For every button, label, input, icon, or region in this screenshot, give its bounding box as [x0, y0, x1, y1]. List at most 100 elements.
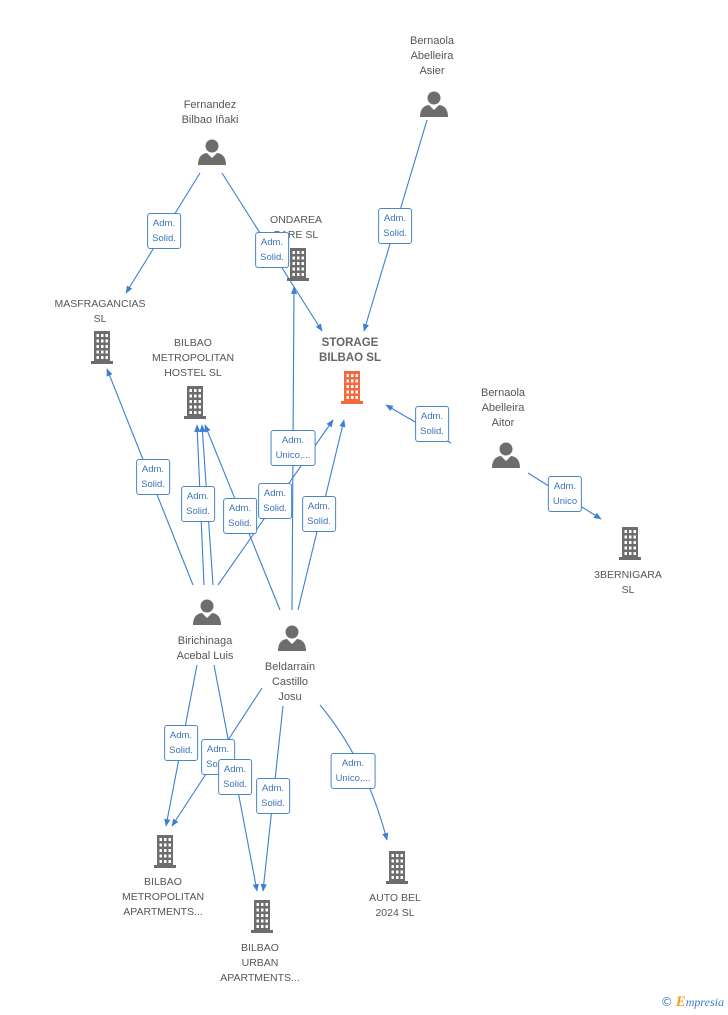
edge-label[interactable]: Adm.Unico,...	[330, 753, 376, 789]
node-label-line: Bernaola	[409, 35, 455, 47]
node-label-line: BILBAO	[241, 942, 279, 954]
edge-label[interactable]: Adm. Solid.	[258, 483, 292, 519]
node-label-line: Abelleira	[410, 50, 454, 62]
edge-label[interactable]: Adm.Solid.	[164, 725, 198, 761]
building-icon[interactable]	[619, 527, 641, 560]
person-icon[interactable]	[278, 625, 306, 652]
node-label-line: Bernaola	[480, 387, 526, 399]
node-label-line: BILBAO	[174, 337, 212, 349]
edge-label[interactable]: Adm. Solid.	[147, 213, 181, 249]
edge-label-line: Solid.	[228, 518, 252, 529]
edge-label[interactable]: Adm.Unico	[547, 476, 583, 512]
edge-label-line: Solid.	[263, 503, 287, 514]
building-icon[interactable]	[341, 371, 363, 404]
node-label-line: HOSTEL SL	[164, 367, 222, 379]
edge-label-line: Adm.	[206, 744, 230, 755]
building-icon[interactable]	[386, 851, 408, 884]
node-label-line: ONDAREA	[270, 214, 322, 226]
edge-label-line: Adm.	[263, 488, 287, 499]
edge-label[interactable]: Adm. Solid.	[136, 459, 170, 495]
edge-label-line: Unico,...	[335, 773, 371, 784]
edge-label-line: Solid.	[141, 479, 165, 490]
node-label-line: 2024 SL	[375, 907, 415, 919]
edge-label-line: Adm.	[307, 501, 331, 512]
node-label-line: Bilbao Iñaki	[181, 114, 239, 126]
node-label-line: Castillo	[271, 676, 309, 688]
edge-label-line: Adm.	[141, 464, 165, 475]
node-label-storage[interactable]: STORAGE BILBAO SL	[319, 336, 381, 366]
edge-label[interactable]: Adm. Solid.	[302, 496, 336, 532]
node-label-line: APARTMENTS...	[220, 972, 300, 984]
node-label-line: METROPOLITAN	[151, 352, 235, 364]
person-icon[interactable]	[193, 599, 221, 626]
node-label-line: AUTO BEL	[369, 892, 421, 904]
edge-label-line: Solid.	[307, 516, 331, 527]
node-label-line: METROPOLITAN	[121, 891, 205, 903]
node-label-line: BILBAO SL	[319, 352, 381, 364]
building-icon[interactable]	[91, 331, 113, 364]
edge-label-line: Adm.	[260, 237, 284, 248]
node-label-auto-bel[interactable]: AUTO BEL 2024 SL	[369, 891, 421, 921]
node-label-bilbao-urban[interactable]: BILBAO URBAN APARTMENTS...	[220, 941, 300, 986]
edge-label-line: Adm.	[186, 491, 210, 502]
edge-label-line: Adm.	[383, 213, 407, 224]
person-icon[interactable]	[492, 442, 520, 469]
building-icon[interactable]	[154, 835, 176, 868]
node-label-line: 3BERNIGARA	[594, 569, 662, 581]
edge-label-line: Adm.	[169, 730, 193, 741]
copyright-symbol: ©	[660, 995, 673, 1009]
node-label-bilbao-hostel[interactable]: BILBAO METROPOLITAN HOSTEL SL	[152, 336, 234, 381]
person-icon[interactable]	[198, 139, 226, 166]
brand-name: mpresia	[685, 995, 724, 1009]
node-label-3bernigara[interactable]: 3BERNIGARA SL	[594, 568, 662, 598]
edge-label-line: Solid.	[420, 426, 444, 437]
edge-label[interactable]: Adm. Solid.	[223, 498, 257, 534]
node-label-line: APARTMENTS...	[123, 906, 203, 918]
node-label-line: BILBAO	[144, 876, 182, 888]
edge-label[interactable]: Adm. Solid.	[256, 778, 290, 814]
edge-label-line: Solid.	[383, 228, 407, 239]
node-label-line: Beldarrain	[264, 661, 316, 673]
edge-label[interactable]: Adm. Solid.	[181, 486, 215, 522]
node-label-line: Birichinaga	[177, 635, 233, 647]
edge-label[interactable]: Adm.Unico,...	[270, 430, 316, 466]
node-label-bilbao-apartments[interactable]: BILBAO METROPOLITAN APARTMENTS...	[122, 875, 204, 920]
node-label-line: Acebal Luis	[176, 650, 234, 662]
node-label-line: SL	[621, 584, 635, 596]
brand-watermark: ©Empresia	[661, 994, 724, 1011]
building-icon[interactable]	[184, 386, 206, 419]
node-label-masfragancias[interactable]: MASFRAGANCIAS SL	[54, 297, 145, 327]
edge-label-line: Adm.	[152, 218, 176, 229]
edge-label[interactable]: Adm. Solid.	[415, 406, 449, 442]
edge-label[interactable]: Adm.Solid.	[218, 759, 252, 795]
building-icon[interactable]	[251, 900, 273, 933]
edge-label-line: Unico,...	[275, 450, 311, 461]
edge-label[interactable]: Adm. Solid.	[255, 232, 289, 268]
brand-initial: E	[675, 994, 686, 1010]
node-label-line: Aitor	[491, 417, 515, 429]
edge-label-line: Solid.	[261, 798, 285, 809]
node-label-line: URBAN	[241, 957, 279, 969]
building-icon[interactable]	[287, 248, 309, 281]
edge-label-line: Solid.	[260, 252, 284, 263]
node-label-line: Josu	[278, 691, 302, 703]
edge-label[interactable]: Adm. Solid.	[378, 208, 412, 244]
node-label-line: STORAGE	[321, 337, 379, 349]
edge-label-line: Solid.	[186, 506, 210, 517]
edge-label-line: Adm.	[261, 783, 285, 794]
node-label-line: MASFRAGANCIAS	[54, 298, 146, 310]
node-label-line: SL	[93, 313, 107, 325]
edge-label-line: Adm.	[228, 503, 252, 514]
person-icon[interactable]	[420, 91, 448, 118]
node-label-line: Abelleira	[481, 402, 525, 414]
edge-label-line: Solid.	[152, 233, 176, 244]
edge-label-line: Adm.	[420, 411, 444, 422]
edge-label-line: Unico	[552, 496, 578, 507]
edge-label-line: Solid.	[206, 757, 230, 772]
